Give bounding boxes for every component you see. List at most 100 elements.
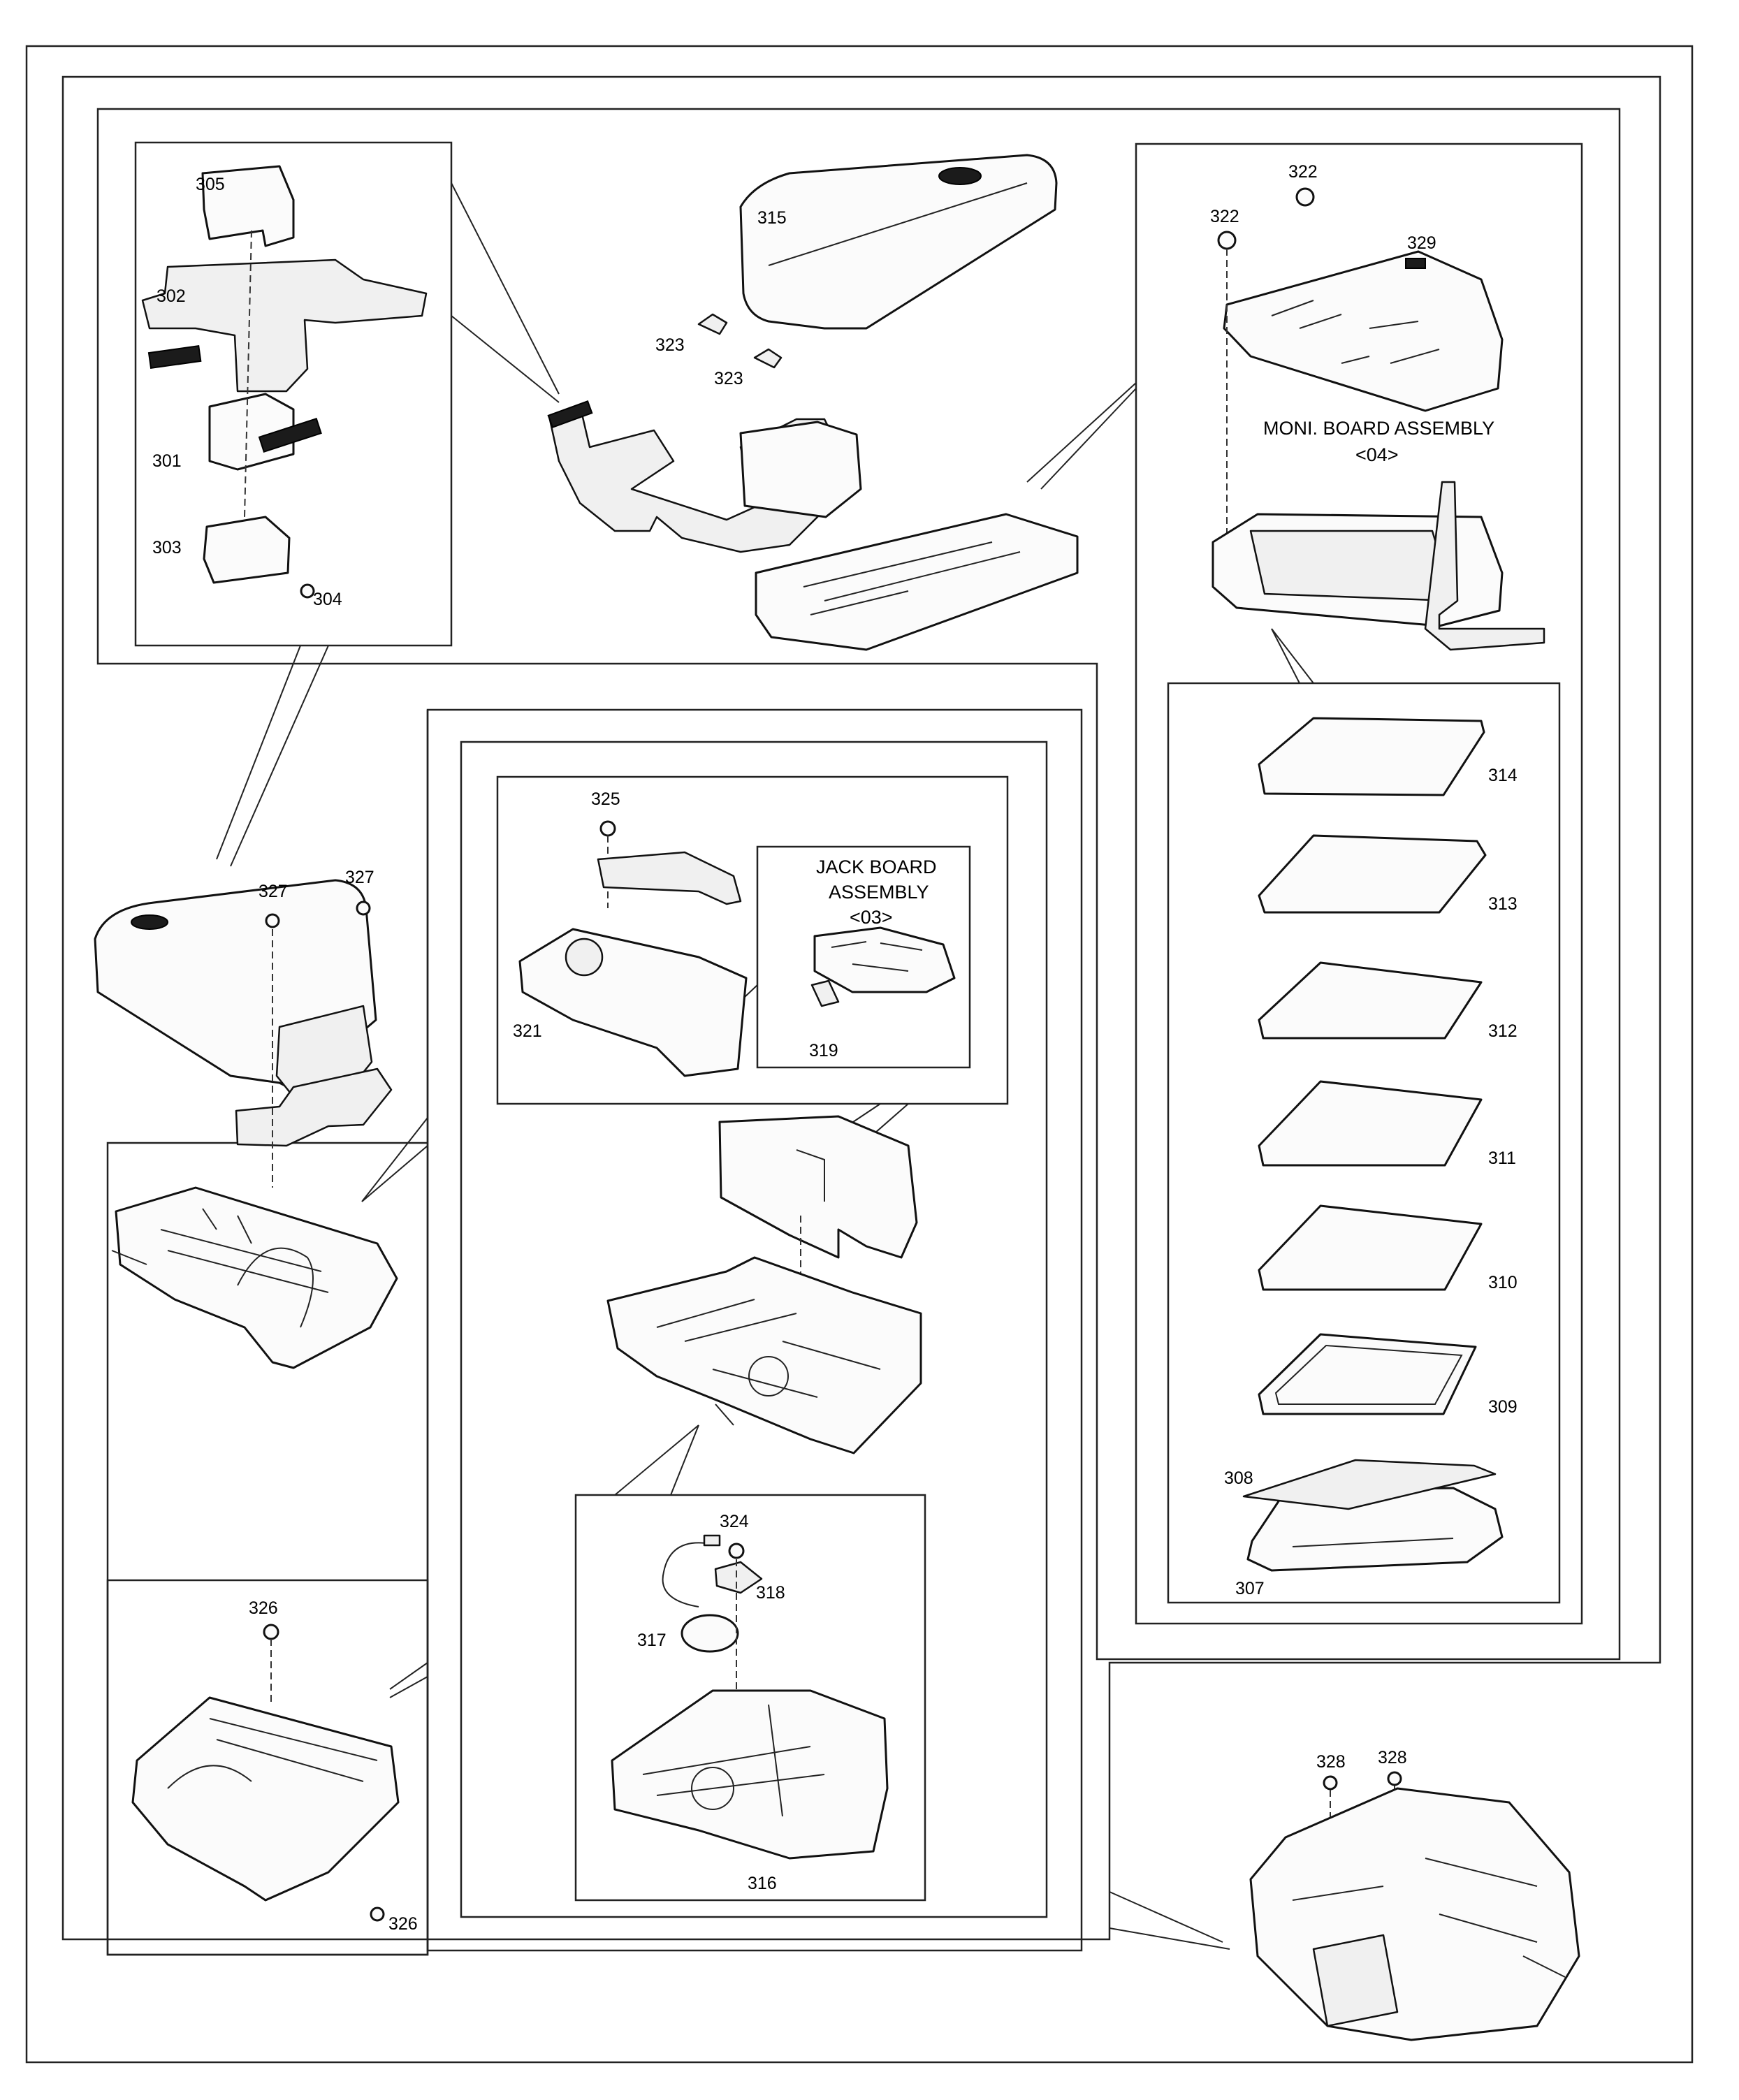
part-325-screw: [599, 820, 616, 837]
part-302-flex: [141, 258, 428, 393]
part-318-bracket: [714, 1561, 763, 1594]
label-311: 311: [1488, 1149, 1516, 1168]
frame-3: [96, 108, 1621, 1661]
part-326-screw-b: [370, 1906, 385, 1922]
frame-2: [61, 75, 1661, 1941]
moni-board-code: <04>: [1355, 444, 1399, 465]
label-326a: 326: [249, 1598, 278, 1618]
label-327b: 327: [345, 868, 374, 887]
label-316: 316: [748, 1874, 777, 1893]
label-305: 305: [196, 175, 225, 194]
diagram-frames: [25, 45, 1694, 2064]
part-310-sheet: [1258, 1204, 1483, 1291]
label-328a: 328: [1316, 1752, 1346, 1772]
lcd-stack-box: [1167, 682, 1561, 1604]
lcd-housing: [755, 513, 1079, 651]
label-303: 303: [152, 538, 182, 557]
label-318: 318: [756, 1583, 785, 1603]
jack-board-title: JACK BOARD: [816, 856, 937, 877]
part-328-screw-b: [1387, 1771, 1402, 1786]
part-304-screw: [300, 583, 315, 599]
cover-logo: [938, 167, 982, 185]
jack-board-box: [756, 845, 971, 1069]
hinge-block: [739, 421, 862, 518]
part-314-sheet: [1258, 717, 1485, 796]
label-321: 321: [513, 1021, 542, 1041]
part-308-sheet: [1242, 1459, 1497, 1510]
lcd-screen-04: [1249, 530, 1455, 602]
left-chassis-assembly: [94, 879, 398, 1369]
label-312: 312: [1488, 1021, 1518, 1041]
speaker-assembly: [611, 1534, 889, 1860]
part-328-screw-a: [1323, 1775, 1338, 1791]
part-323-screw-a: [697, 313, 728, 335]
outer-frame: [25, 45, 1694, 2064]
label-326b: 326: [388, 1914, 418, 1934]
part-317-speaker: [681, 1614, 739, 1653]
flex-connector-302: [147, 344, 202, 370]
label-323b: 323: [714, 369, 743, 388]
lcd-flex-cable: [1424, 481, 1545, 651]
side-board: [718, 1115, 918, 1259]
flex-connector-301: [258, 417, 322, 453]
part-321-hub: [565, 938, 604, 977]
part-327-screw-a: [265, 913, 280, 928]
center-frame-2: [460, 741, 1048, 1918]
jack-board-title-2: ASSEMBLY: [829, 882, 929, 903]
moni-board-assembly: [1212, 187, 1545, 651]
hinge-assembly: [141, 165, 428, 599]
part-312-sheet: [1258, 961, 1483, 1040]
part-323-screw-b: [753, 348, 783, 369]
label-319: 319: [809, 1041, 838, 1060]
speaker-box: [574, 1494, 926, 1902]
bottom-left-chassis: [131, 1624, 400, 1922]
main-chassis: [606, 1256, 922, 1454]
label-317: 317: [637, 1631, 667, 1650]
part-324-screw: [728, 1543, 745, 1559]
label-315: 315: [757, 208, 787, 228]
center-frame-1: [426, 708, 1083, 1952]
label-323a: 323: [655, 335, 685, 355]
part-305-cover: [201, 165, 295, 247]
label-307: 307: [1235, 1579, 1265, 1598]
moni-board: [1223, 250, 1504, 412]
center-chassis: [606, 1115, 922, 1454]
jack-shield: [597, 851, 742, 905]
part-319-connector: [810, 979, 840, 1007]
part-315-cover: [739, 154, 1058, 330]
bottom-right-frame: [1249, 1787, 1580, 2041]
left-chassis: [115, 1186, 398, 1369]
part-321-frame: [518, 928, 748, 1077]
label-301: 301: [152, 451, 182, 471]
part-329: [1405, 258, 1426, 269]
label-322a: 322: [1288, 162, 1318, 182]
label-313: 313: [1488, 894, 1518, 914]
moni-board-title: MONI. BOARD ASSEMBLY: [1263, 418, 1494, 439]
part-301-hinge: [208, 393, 295, 471]
label-328b: 328: [1378, 1748, 1407, 1767]
lcd-layer-stack: [1242, 717, 1504, 1572]
label-310: 310: [1488, 1273, 1518, 1292]
label-322b: 322: [1210, 207, 1239, 226]
jack-board-assembly: [518, 820, 956, 1077]
label-314: 314: [1488, 766, 1518, 785]
part-labels: 305 302 301 303 304 315 323 323 322 322 …: [152, 162, 1518, 1934]
left-flex-cable: [235, 1067, 393, 1147]
flex-connector-top: [547, 400, 593, 428]
hinge-detail-box: [134, 141, 453, 647]
part-303-bracket: [203, 516, 291, 584]
label-329: 329: [1407, 233, 1436, 253]
part-309-frame: [1258, 1333, 1477, 1415]
bottom-right-chassis: [1249, 1771, 1580, 2041]
bottom-left-frame: [131, 1696, 400, 1902]
jack-area-box: [496, 775, 1009, 1105]
cover-logo-left: [131, 914, 168, 930]
part-327-screw-b: [356, 900, 371, 916]
part-313-sheet: [1258, 834, 1487, 914]
label-308: 308: [1224, 1468, 1253, 1488]
label-325: 325: [591, 789, 620, 809]
part-316-chassis: [611, 1689, 889, 1860]
jack-board-code: <03>: [850, 907, 893, 928]
bottom-left-box: [106, 1579, 429, 1956]
